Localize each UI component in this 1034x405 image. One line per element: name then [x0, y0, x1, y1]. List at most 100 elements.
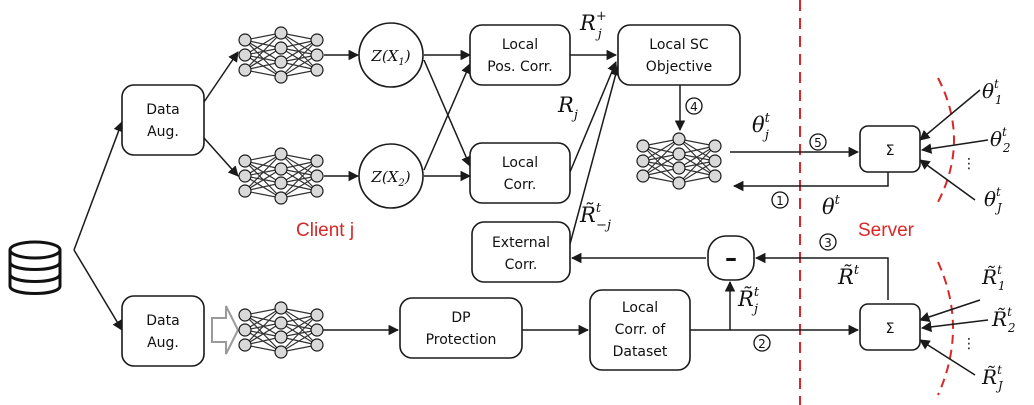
nn-neuron [238, 33, 252, 47]
nn-neuron [238, 154, 252, 168]
hollow-arrow-icon [211, 305, 240, 355]
nn-neuron [274, 41, 288, 55]
sum-top-box: Σ [859, 125, 921, 173]
local-corr-dataset-box: Local Corr. of Dataset [589, 289, 691, 371]
nn-connection [244, 47, 282, 71]
nn-connection [642, 138, 680, 162]
neural-network-icon [238, 147, 324, 205]
edge-theta1-to-sum [919, 89, 981, 141]
server-arc-top [937, 77, 955, 203]
edge-aug-to-nn2 [203, 137, 239, 177]
nn-connection [244, 153, 282, 192]
edge-aug-to-nn1 [203, 51, 239, 103]
nn-connection [280, 39, 318, 78]
nn-connection [280, 314, 318, 353]
nn-neuron [708, 139, 722, 153]
nn-connection [280, 160, 318, 184]
nn-neuron [274, 26, 288, 40]
nn-connection [280, 39, 318, 63]
box-line: Corr. [505, 257, 538, 273]
edge-theta2-to-sum [920, 139, 989, 154]
box-line: Data [146, 102, 179, 118]
z-x2-node: Z(X2) [358, 143, 424, 209]
step-4: 4 [690, 100, 698, 114]
edge-r1-to-sum [919, 299, 981, 322]
edge-external-to-objective [569, 64, 621, 245]
nn-neuron [238, 323, 252, 337]
client-region-label: Client j [296, 220, 354, 241]
local-corr-box: Local Corr. [469, 142, 571, 204]
nn-connection [244, 168, 282, 192]
nn-connection [244, 307, 282, 331]
nn-neuron [274, 176, 288, 190]
nn-neuron [274, 147, 288, 161]
nn-neuron [672, 147, 686, 161]
edge-z2-to-pos [423, 63, 472, 171]
edge-db-to-aug-bottom [73, 249, 123, 331]
nn-neuron [310, 154, 324, 168]
box-line: Objective [646, 59, 712, 75]
step-2: 2 [758, 337, 766, 351]
nn-neuron [310, 63, 324, 77]
sum-bottom-box: Σ [859, 303, 921, 351]
edge-sum-bottom-to-minus [754, 252, 889, 300]
ellipsis-top: ⋮ [962, 156, 976, 172]
nn-neuron [274, 316, 288, 330]
step-1: 1 [776, 194, 784, 208]
nn-connection [280, 314, 318, 338]
minus-symbol: – [725, 244, 737, 272]
edges [73, 49, 989, 376]
nn-neuron [310, 338, 324, 352]
nn-neuron [672, 161, 686, 175]
neural-network-icon [238, 301, 324, 359]
nn-connection [678, 160, 716, 184]
nn-neuron [274, 301, 288, 315]
box-line: External [492, 235, 550, 251]
nn-neuron [238, 63, 252, 77]
z-x1-label: Z(X1) [370, 47, 410, 68]
nn-connection [244, 153, 282, 177]
neural-network-icon [238, 26, 324, 84]
z-x2-label: Z(X2) [370, 168, 410, 189]
neural-network-icon [636, 132, 722, 190]
nn-connection [678, 145, 716, 169]
nn-neuron [310, 323, 324, 337]
box-line: Aug. [147, 335, 179, 351]
box-line: Local [622, 300, 658, 316]
nn-neuron [636, 139, 650, 153]
nn-neuron [310, 33, 324, 47]
nn-connection [244, 32, 282, 56]
r-j-label: Rj [557, 93, 578, 123]
nn-neuron [310, 308, 324, 322]
step-markers: 4 5 1 3 2 [685, 97, 837, 352]
nn-neuron [636, 154, 650, 168]
box-line: Data [146, 313, 179, 329]
nn-neuron [672, 132, 686, 146]
nn-connection [642, 153, 680, 177]
nn-neuron [708, 169, 722, 183]
nn-connection [244, 322, 282, 346]
box-line: DP [451, 310, 470, 326]
box-line: Local SC [649, 37, 709, 53]
ellipsis-bottom: ⋮ [962, 336, 976, 352]
nn-neuron [238, 184, 252, 198]
theta-t-label: θt [822, 193, 841, 219]
server-arc-bottom [937, 261, 954, 396]
nn-connection [642, 138, 680, 177]
box-line: Pos. Corr. [487, 59, 552, 75]
box-line: Corr. of [615, 322, 667, 338]
r-tilde-t-label: R̃t [837, 263, 860, 289]
r-tilde-minus-j-label: R̃t−j [579, 201, 611, 233]
edge-sum-top-to-nn [732, 172, 889, 192]
edge-db-to-aug-top [73, 121, 124, 251]
box-line: Local [502, 37, 538, 53]
edge-rJ-to-sum [919, 339, 976, 376]
nn-neuron [636, 169, 650, 183]
nn-connection [280, 54, 318, 78]
r-plus-label: R+j [579, 9, 607, 42]
